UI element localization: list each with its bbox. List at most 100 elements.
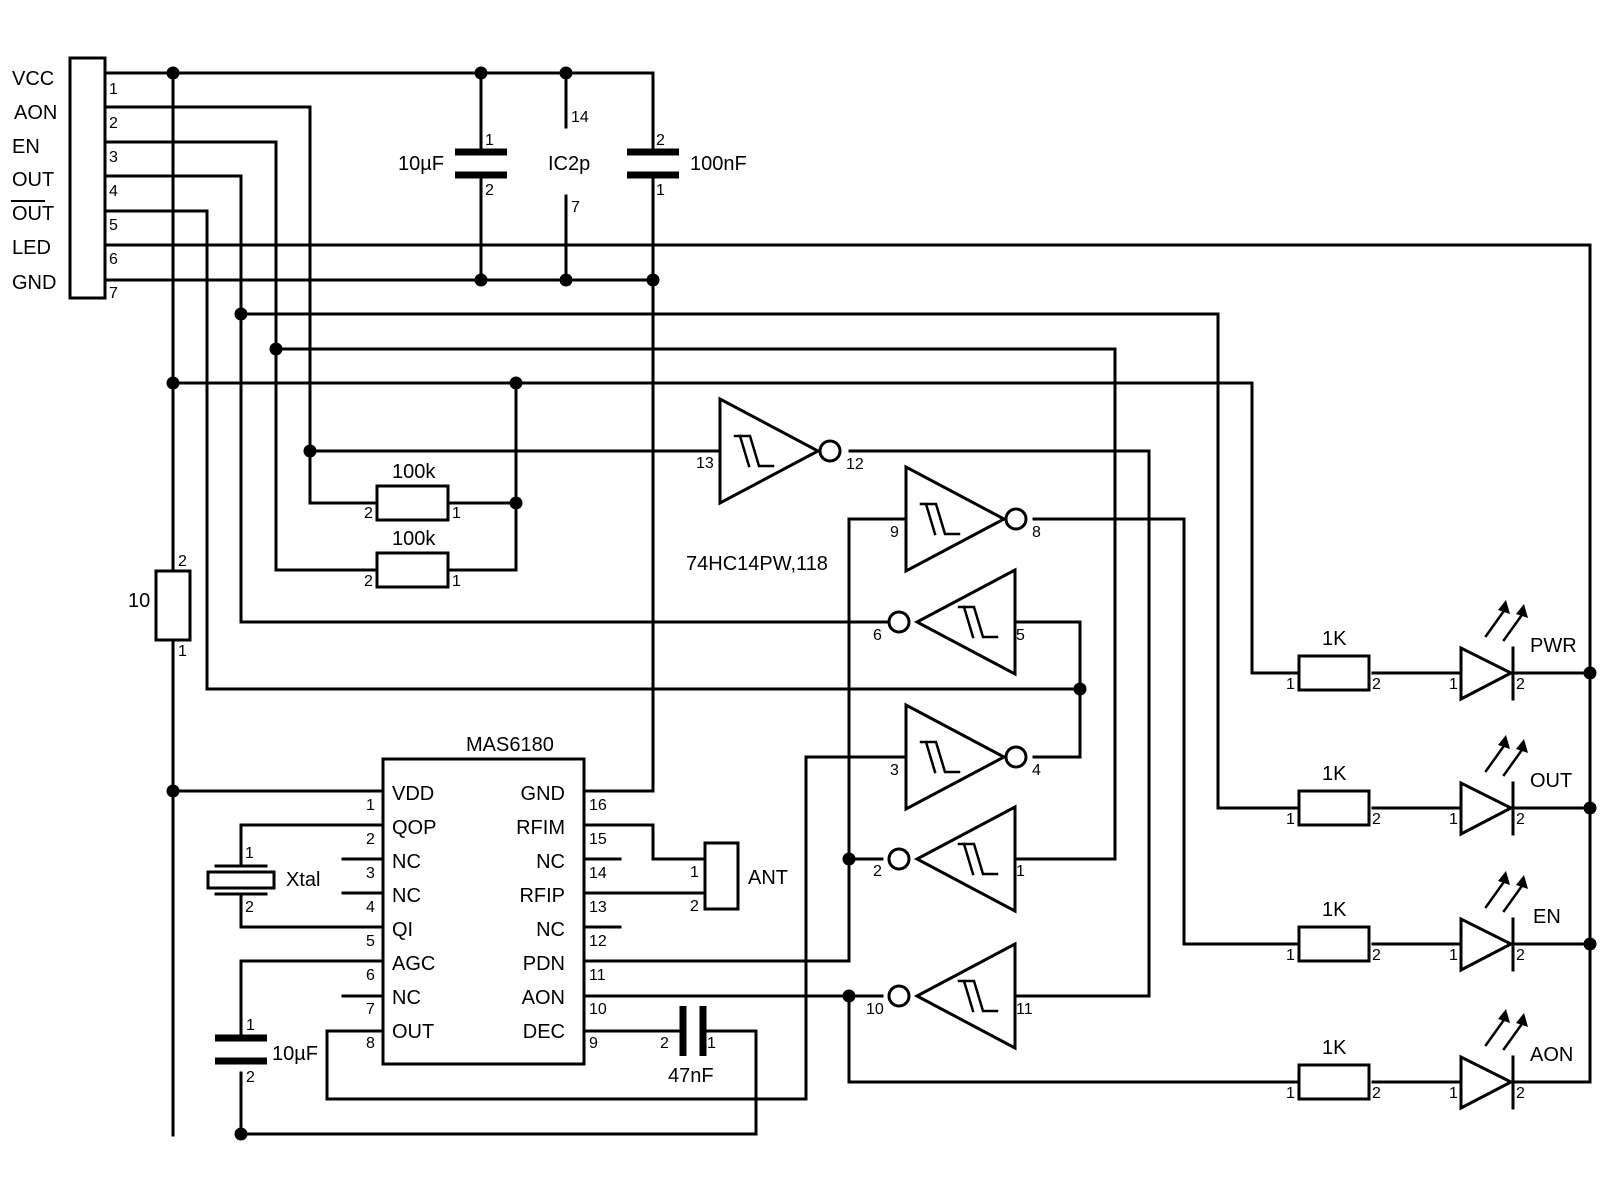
- svg-text:2: 2: [485, 182, 494, 199]
- svg-text:7: 7: [366, 1001, 375, 1018]
- svg-text:1: 1: [245, 845, 254, 862]
- svg-text:DEC: DEC: [523, 1021, 565, 1043]
- svg-text:1: 1: [452, 505, 461, 522]
- svg-text:13: 13: [696, 455, 714, 472]
- svg-text:1K: 1K: [1322, 628, 1347, 650]
- resistor-10: 10 2 1: [128, 553, 192, 660]
- svg-text:9: 9: [589, 1035, 598, 1052]
- svg-text:5: 5: [1016, 627, 1025, 644]
- svg-text:OUT: OUT: [392, 1021, 434, 1043]
- svg-text:1: 1: [1449, 676, 1458, 693]
- svg-text:2: 2: [690, 898, 699, 915]
- svg-text:2: 2: [656, 132, 665, 149]
- svg-text:2: 2: [245, 899, 254, 916]
- connector-pin: 5: [109, 217, 118, 234]
- junctions: [166, 66, 1597, 1141]
- svg-text:1: 1: [1449, 1085, 1458, 1102]
- svg-text:2: 2: [178, 553, 187, 570]
- connector-pin: 2: [109, 115, 118, 132]
- svg-text:PWR: PWR: [1530, 635, 1577, 657]
- svg-text:NC: NC: [536, 851, 565, 873]
- svg-text:1: 1: [1286, 947, 1295, 964]
- svg-text:1: 1: [707, 1035, 716, 1052]
- svg-text:4: 4: [1032, 762, 1041, 779]
- svg-text:1: 1: [246, 1017, 255, 1034]
- svg-text:10µF: 10µF: [272, 1043, 318, 1065]
- connector-label-out: OUT: [12, 169, 54, 191]
- svg-text:2: 2: [364, 573, 373, 590]
- svg-text:6: 6: [366, 967, 375, 984]
- svg-text:2: 2: [1516, 676, 1525, 693]
- wires: [100, 71, 1592, 1137]
- svg-text:10: 10: [866, 1001, 884, 1018]
- svg-text:3: 3: [366, 865, 375, 882]
- svg-text:1: 1: [1286, 1085, 1295, 1102]
- svg-text:16: 16: [589, 797, 607, 814]
- svg-text:2: 2: [364, 505, 373, 522]
- antenna-ant: ANT 1 2: [690, 841, 788, 915]
- chip-left-pins: VDD QOP NC NC QI AGC NC OUT 1 2 3 4 5 6 …: [366, 783, 436, 1052]
- svg-text:VDD: VDD: [392, 783, 434, 805]
- svg-text:10: 10: [128, 590, 150, 612]
- svg-text:RFIP: RFIP: [519, 885, 565, 907]
- connector-pin: 1: [109, 81, 118, 98]
- svg-text:EN: EN: [1533, 906, 1561, 928]
- svg-text:8: 8: [1032, 524, 1041, 541]
- inverter-1-2: 1 2: [873, 804, 1025, 914]
- svg-text:47nF: 47nF: [668, 1065, 714, 1087]
- svg-text:1: 1: [1449, 947, 1458, 964]
- connector-pin: 6: [109, 251, 118, 268]
- svg-text:1: 1: [485, 132, 494, 149]
- svg-text:NC: NC: [392, 851, 421, 873]
- svg-text:1: 1: [366, 797, 375, 814]
- svg-text:2: 2: [873, 863, 882, 880]
- svg-text:100k: 100k: [392, 461, 436, 483]
- ic2p-power-pins: IC2p 14 7: [548, 109, 590, 216]
- svg-text:2: 2: [660, 1035, 669, 1052]
- svg-text:14: 14: [571, 109, 589, 126]
- svg-text:Xtal: Xtal: [286, 869, 320, 891]
- svg-text:4: 4: [366, 899, 375, 916]
- connector-pin: 3: [109, 149, 118, 166]
- capacitor-10uf-agc: 10µF 1 2: [215, 1017, 318, 1086]
- chip-right-pins: GND RFIM NC RFIP NC PDN AON DEC 16 15 14…: [516, 783, 607, 1052]
- svg-text:1K: 1K: [1322, 1037, 1347, 1059]
- svg-text:1: 1: [1449, 811, 1458, 828]
- led-row-en: 1K EN 1 2 1 2: [1286, 871, 1561, 973]
- inverter-11-10: 11 10: [866, 941, 1033, 1051]
- capacitor-100nf: 100nF 2 1: [627, 132, 747, 199]
- svg-text:1K: 1K: [1322, 899, 1347, 921]
- svg-text:ANT: ANT: [748, 867, 788, 889]
- svg-text:7: 7: [571, 199, 580, 216]
- crystal-xtal: Xtal 1 2: [206, 845, 320, 916]
- svg-text:1: 1: [690, 864, 699, 881]
- svg-text:10µF: 10µF: [398, 153, 444, 175]
- connector-label-gnd: GND: [12, 272, 56, 294]
- resistor-100k-lower: 100k 2 1: [364, 528, 461, 590]
- svg-text:1: 1: [656, 182, 665, 199]
- svg-text:100k: 100k: [392, 528, 436, 550]
- svg-text:15: 15: [589, 831, 607, 848]
- svg-text:100nF: 100nF: [690, 153, 747, 175]
- svg-text:2: 2: [1516, 947, 1525, 964]
- connector-pin: 7: [109, 285, 118, 302]
- chip-name: MAS6180: [466, 734, 554, 756]
- svg-text:1: 1: [452, 573, 461, 590]
- svg-text:AON: AON: [522, 987, 565, 1009]
- mas6180-chip: MAS6180 VDD QOP NC NC QI AGC NC OUT 1 2 …: [366, 734, 607, 1066]
- svg-text:14: 14: [589, 865, 607, 882]
- svg-text:QOP: QOP: [392, 817, 436, 839]
- svg-text:10: 10: [589, 1001, 607, 1018]
- svg-text:AGC: AGC: [392, 953, 435, 975]
- svg-text:OUT: OUT: [1530, 770, 1572, 792]
- svg-text:5: 5: [366, 933, 375, 950]
- svg-text:AON: AON: [1530, 1044, 1573, 1066]
- svg-text:8: 8: [366, 1035, 375, 1052]
- connector-block: VCC AON EN OUT OUT LED GND 1 2 3 4 5 6 7: [11, 56, 118, 302]
- svg-text:2: 2: [1516, 1085, 1525, 1102]
- inverter-3-4: 3 4: [890, 702, 1041, 812]
- svg-text:12: 12: [846, 456, 864, 473]
- svg-text:2: 2: [1372, 1085, 1381, 1102]
- svg-text:1: 1: [1286, 676, 1295, 693]
